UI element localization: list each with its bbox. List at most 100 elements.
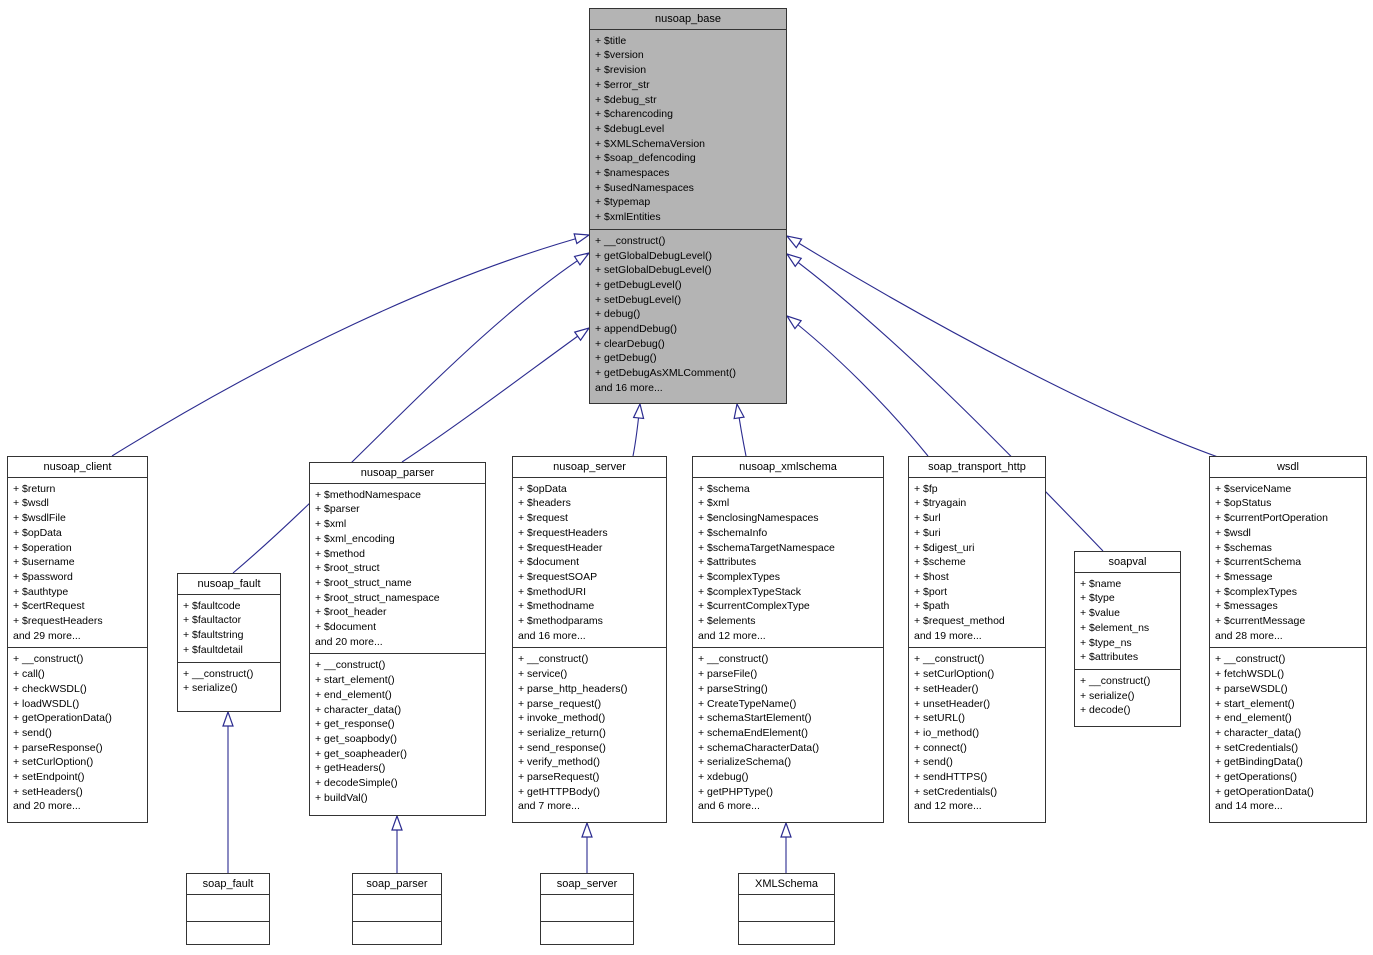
member-row: + parseWSDL() bbox=[1215, 682, 1288, 695]
class-box-nusoap-server[interactable]: nusoap_server + $opData+ $headers+ $requ… bbox=[512, 456, 667, 823]
class-box-nusoap-xmlschema[interactable]: nusoap_xmlschema + $schema+ $xml+ $enclo… bbox=[692, 456, 884, 823]
member-row: + $messages bbox=[1215, 600, 1278, 613]
member-row: + checkWSDL() bbox=[13, 682, 87, 695]
member-row: + getOperationData() bbox=[1215, 785, 1314, 798]
member-row: + $XMLSchemaVersion bbox=[595, 137, 706, 150]
member-row: + $soap_defencoding bbox=[595, 152, 696, 165]
member-row: + $schemaTargetNamespace bbox=[698, 541, 835, 554]
methods-section bbox=[739, 920, 834, 948]
edge-soap-transport-http-to-nusoap-base bbox=[787, 316, 929, 457]
member-row: + setURL() bbox=[914, 712, 966, 725]
member-row: + $port bbox=[914, 585, 947, 598]
member-row: + parseFile() bbox=[698, 668, 758, 681]
member-row: + __construct() bbox=[13, 653, 84, 666]
attributes-section bbox=[353, 895, 441, 921]
member-row: + getDebugAsXMLComment() bbox=[595, 367, 736, 380]
member-row: + $serviceName bbox=[1215, 482, 1292, 495]
member-row: + getDebugLevel() bbox=[595, 278, 682, 291]
member-row: + get_response() bbox=[315, 718, 395, 731]
member-row: + $method bbox=[315, 547, 365, 560]
class-box-soap-fault[interactable]: soap_fault bbox=[186, 873, 270, 945]
class-name: XMLSchema bbox=[739, 874, 834, 895]
member-row: + send() bbox=[914, 756, 953, 769]
member-row: + $xml_encoding bbox=[315, 532, 395, 545]
member-row: and 28 more... bbox=[1215, 629, 1283, 642]
member-row: + $name bbox=[1080, 577, 1122, 590]
class-name: nusoap_base bbox=[590, 9, 786, 30]
member-row: + $methodname bbox=[518, 600, 595, 613]
class-box-nusoap-parser[interactable]: nusoap_parser + $methodNamespace+ $parse… bbox=[309, 462, 486, 816]
member-row: + $url bbox=[914, 512, 941, 525]
member-row: + $error_str bbox=[595, 78, 650, 91]
methods-section: + __construct()+ service()+ parse_http_h… bbox=[513, 647, 666, 822]
member-row: + $password bbox=[13, 570, 73, 583]
class-box-nusoap-base[interactable]: nusoap_base + $title+ $version+ $revisio… bbox=[589, 8, 787, 404]
member-row: + $element_ns bbox=[1080, 621, 1150, 634]
member-row: + setDebugLevel() bbox=[595, 293, 682, 306]
member-row: + $elements bbox=[698, 615, 756, 628]
member-row: + $request bbox=[518, 512, 568, 525]
attributes-section: + $title+ $version+ $revision+ $error_st… bbox=[590, 30, 786, 229]
member-row: + $currentPortOperation bbox=[1215, 512, 1328, 525]
member-row: + $faultstring bbox=[183, 629, 244, 642]
member-row: + invoke_method() bbox=[518, 712, 606, 725]
member-row: and 29 more... bbox=[13, 629, 81, 642]
class-name: soap_transport_http bbox=[909, 457, 1045, 478]
member-row: + $document bbox=[518, 556, 580, 569]
attributes-section: + $return+ $wsdl+ $wsdlFile+ $opData+ $o… bbox=[8, 478, 147, 648]
member-row: + $enclosingNamespaces bbox=[698, 512, 819, 525]
class-box-soapval[interactable]: soapval + $name+ $type+ $value+ $element… bbox=[1074, 551, 1181, 727]
member-row: + $requestHeaders bbox=[13, 615, 103, 628]
member-row: + $attributes bbox=[1080, 651, 1139, 664]
member-row: + $tryagain bbox=[914, 497, 967, 510]
member-row: + parseRequest() bbox=[518, 771, 600, 784]
class-box-xmlschema[interactable]: XMLSchema bbox=[738, 873, 835, 945]
member-row: + unsetHeader() bbox=[914, 697, 991, 710]
member-row: + $type_ns bbox=[1080, 636, 1132, 649]
member-row: + $wsdl bbox=[13, 497, 49, 510]
member-row: + parseString() bbox=[698, 682, 768, 695]
member-row: + verify_method() bbox=[518, 756, 600, 769]
class-box-nusoap-fault[interactable]: nusoap_fault + $faultcode+ $faultactor+ … bbox=[177, 573, 281, 712]
class-box-nusoap-client[interactable]: nusoap_client + $return+ $wsdl+ $wsdlFil… bbox=[7, 456, 148, 823]
member-row: + get_soapbody() bbox=[315, 732, 398, 745]
methods-section: + __construct()+ start_element()+ end_el… bbox=[310, 653, 485, 815]
class-box-soap-server[interactable]: soap_server bbox=[540, 873, 634, 945]
member-row: + setEndpoint() bbox=[13, 771, 85, 784]
member-row: + loadWSDL() bbox=[13, 697, 80, 710]
member-row: + $complexTypes bbox=[698, 570, 781, 583]
member-row: + $opData bbox=[13, 526, 62, 539]
class-name: nusoap_xmlschema bbox=[693, 457, 883, 478]
member-row: + $version bbox=[595, 49, 644, 62]
member-row: + $requestSOAP bbox=[518, 570, 598, 583]
class-box-soap-transport-http[interactable]: soap_transport_http + $fp+ $tryagain+ $u… bbox=[908, 456, 1046, 823]
member-row: + getBindingData() bbox=[1215, 756, 1303, 769]
member-row: + $authtype bbox=[13, 585, 69, 598]
member-row: + $root_struct bbox=[315, 562, 380, 575]
member-row: + character_data() bbox=[315, 703, 402, 716]
attributes-section: + $methodNamespace+ $parser+ $xml+ $xml_… bbox=[310, 484, 485, 654]
member-row: + getDebug() bbox=[595, 352, 657, 365]
member-row: + $certRequest bbox=[13, 600, 85, 613]
class-box-wsdl[interactable]: wsdl + $serviceName+ $opStatus+ $current… bbox=[1209, 456, 1367, 823]
methods-section: + __construct()+ serialize() bbox=[178, 661, 280, 711]
member-row: + $faultcode bbox=[183, 599, 241, 612]
member-row: + setCredentials() bbox=[1215, 741, 1299, 754]
member-row: and 7 more... bbox=[518, 800, 580, 813]
member-row: + CreateTypeName() bbox=[698, 697, 797, 710]
member-row: + $opStatus bbox=[1215, 497, 1272, 510]
class-name: nusoap_client bbox=[8, 457, 147, 478]
member-row: + sendHTTPS() bbox=[914, 771, 988, 784]
member-row: + getOperations() bbox=[1215, 771, 1298, 784]
class-box-soap-parser[interactable]: soap_parser bbox=[352, 873, 442, 945]
member-row: + $schemaInfo bbox=[698, 526, 768, 539]
member-row: + schemaStartElement() bbox=[698, 712, 812, 725]
member-row: + $requestHeaders bbox=[518, 526, 608, 539]
member-row: + $usedNamespaces bbox=[595, 181, 694, 194]
member-row: + setCurlOption() bbox=[13, 756, 94, 769]
member-row: and 19 more... bbox=[914, 629, 982, 642]
member-row: + debug() bbox=[595, 308, 641, 321]
class-name: soap_server bbox=[541, 874, 633, 895]
attributes-section bbox=[739, 895, 834, 921]
